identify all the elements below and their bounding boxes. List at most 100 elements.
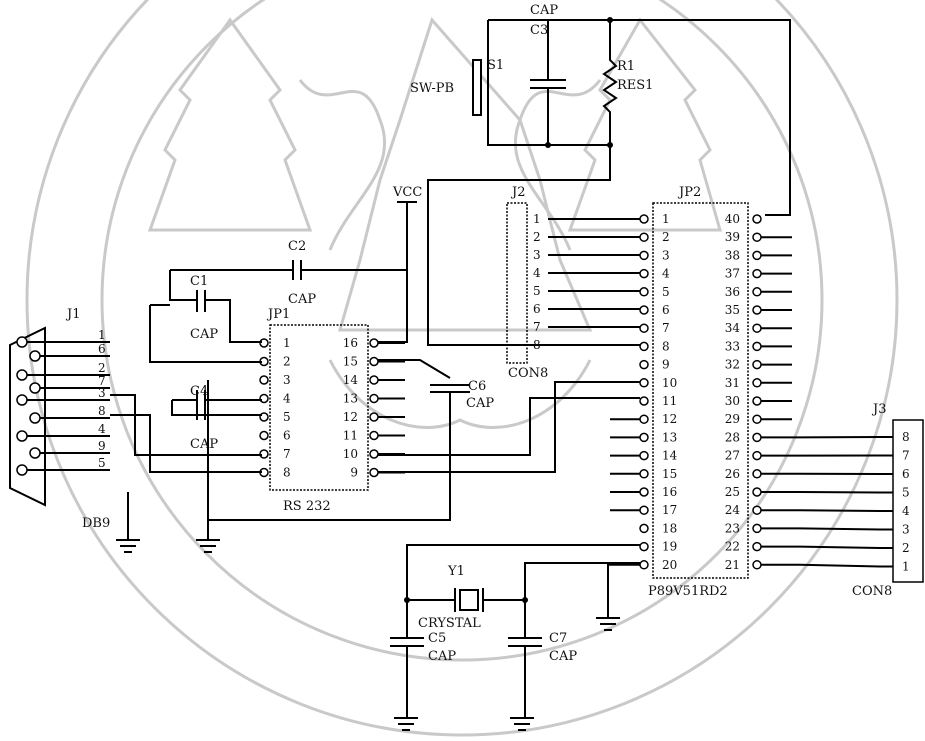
db9-pin-label: 6 xyxy=(98,342,106,356)
jp2-pin xyxy=(752,560,762,570)
c7-value: CAP xyxy=(549,649,577,664)
jp2-right-pin-label: 33 xyxy=(725,339,740,353)
jp2-pin xyxy=(752,505,762,515)
jp2-left-pin-label: 3 xyxy=(662,248,670,262)
jp1-right-pin-label: 16 xyxy=(343,336,358,350)
j2-pin-label: 1 xyxy=(533,212,541,226)
j1-value: DB9 xyxy=(82,516,110,531)
capacitor-c1: C1 CAP xyxy=(149,270,262,363)
jp2-left-pin-label: 9 xyxy=(662,358,670,372)
jp2-right-pin-label: 29 xyxy=(725,412,740,426)
c6-ref: C6 xyxy=(468,379,486,394)
jp1-pin xyxy=(259,430,269,441)
j3-pin-label: 6 xyxy=(902,467,910,481)
jp2-left-pin-label: 13 xyxy=(662,430,677,444)
reset-circuit: CAP C3 S1 SW-PB R1 RES1 xyxy=(410,3,791,346)
db9-pin-label: 4 xyxy=(98,422,106,436)
jp2-left-pin-label: 14 xyxy=(662,449,678,463)
jp2-pin xyxy=(752,268,762,279)
vcc-net: VCC xyxy=(378,185,422,343)
jp2-pin xyxy=(752,541,762,552)
jp2-pin xyxy=(639,378,649,388)
jp2-pin xyxy=(752,305,762,315)
jp1-right-pin-label: 9 xyxy=(350,466,358,480)
switch-s1 xyxy=(472,59,482,116)
jp2-pin xyxy=(639,541,649,552)
j3-pin-label: 5 xyxy=(902,486,910,500)
jp2-right-pin-label: 25 xyxy=(725,485,740,499)
jp2-pin xyxy=(752,414,762,424)
jp2-left-pin-label: 8 xyxy=(662,339,670,353)
jp2-left-pin-label: 7 xyxy=(662,321,670,335)
db9-pin xyxy=(16,430,28,442)
jp1-right-pin-label: 11 xyxy=(343,429,358,443)
j2-pin-label: 6 xyxy=(533,302,541,316)
c5-ref: C5 xyxy=(428,631,446,646)
jp1-ref: JP1 xyxy=(266,307,290,322)
c4-value: CAP xyxy=(190,437,218,452)
jp1-left-pin-label: 4 xyxy=(283,392,291,406)
jp1-pin xyxy=(259,375,269,385)
jp2-right-pin-label: 31 xyxy=(725,376,740,390)
jp2-pin xyxy=(639,469,649,479)
jp2-right-pin-label: 26 xyxy=(725,467,740,481)
s1-ref: S1 xyxy=(487,58,504,73)
db9-pin-label: 8 xyxy=(98,404,106,418)
jp1-right-pin-label: 12 xyxy=(343,410,358,424)
db9-pin-label: 2 xyxy=(98,361,106,375)
jp2-left-pin-label: 11 xyxy=(662,394,677,408)
jp2-pin xyxy=(752,359,762,370)
jp1-pin xyxy=(369,338,379,348)
jp1-pin xyxy=(369,467,379,478)
jp2-value: P89V51RD2 xyxy=(648,584,728,599)
jp2-left-pin-label: 12 xyxy=(662,412,677,426)
jp2-to-j3-wire xyxy=(761,545,893,549)
jp1-right-pin-label: 15 xyxy=(343,355,358,369)
capacitor-c6: C6 CAP xyxy=(208,359,494,521)
j2-ref: J2 xyxy=(510,185,525,200)
jp2-pin xyxy=(639,287,649,297)
jp2-left-pin-label: 6 xyxy=(662,303,670,317)
jp2-left-pin-label: 15 xyxy=(662,467,677,481)
jp2-right-pin-label: 23 xyxy=(725,521,740,535)
jp2-pin xyxy=(752,341,762,352)
db9-pin xyxy=(16,464,28,476)
j3-value: CON8 xyxy=(852,584,892,599)
jp2-pin xyxy=(639,305,649,315)
jp2-left-pin-label: 20 xyxy=(662,558,677,572)
jp2-right-pin-label: 21 xyxy=(725,558,740,572)
jp2-pin xyxy=(752,523,762,534)
j3-ref: J3 xyxy=(871,402,886,417)
db9-pin xyxy=(16,369,28,381)
jp1-left-pin-label: 2 xyxy=(283,355,291,369)
jp2-pin xyxy=(752,323,762,333)
jp2-pin xyxy=(752,396,762,406)
jp1-pin xyxy=(369,375,379,385)
j2-pin-label: 4 xyxy=(533,266,541,280)
jp2-pin xyxy=(639,359,649,370)
j3-pin-label: 8 xyxy=(902,430,910,444)
jp2-right-pin-label: 37 xyxy=(725,267,740,281)
jp1-pin xyxy=(259,393,269,404)
ground-symbols xyxy=(116,539,620,731)
jp2-pin xyxy=(639,323,649,333)
j3-pin-label: 3 xyxy=(902,523,910,537)
jp2-pin xyxy=(639,560,649,570)
jp2-pin xyxy=(639,232,649,242)
jp2-left-pin-label: 18 xyxy=(662,521,677,535)
jp2-pin xyxy=(639,523,649,534)
db9-pin-label: 1 xyxy=(98,328,106,342)
jp2-left-pin-label: 19 xyxy=(662,540,677,554)
jp2-pin xyxy=(639,432,649,443)
jp1-pin xyxy=(369,449,379,459)
capacitor-c3 xyxy=(530,79,566,89)
jp1-pin xyxy=(369,430,379,441)
jp1-right-pin-label: 13 xyxy=(343,392,358,406)
j2-pin-label: 5 xyxy=(533,284,541,298)
c3-ref: C3 xyxy=(530,23,548,38)
jp1-right-pin-label: 14 xyxy=(343,373,359,387)
jp2-left-pin-label: 2 xyxy=(662,230,670,244)
db9-pin-label: 5 xyxy=(98,456,106,470)
